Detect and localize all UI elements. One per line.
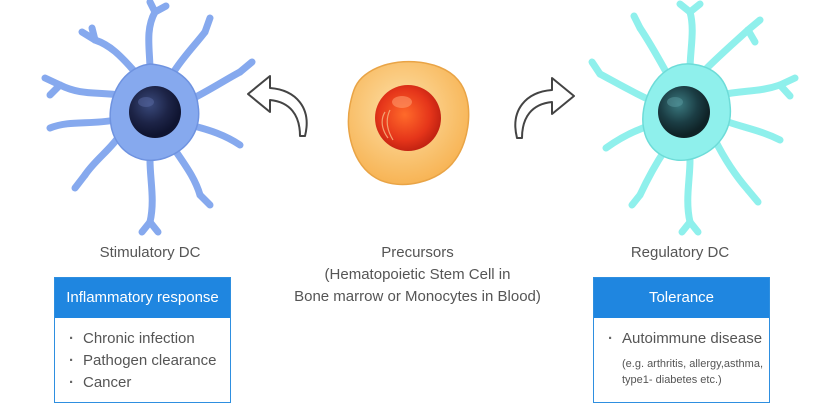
arrow-to-regulatory [514, 77, 575, 139]
note-line1: (e.g. arthritis, allergy,asthma, [622, 358, 764, 370]
precursors-line2: (Hematopoietic Stem Cell in [324, 266, 511, 283]
list-item: Pathogen clearance [69, 350, 230, 372]
note-line2: type1- diabetes etc.) [622, 374, 722, 386]
precursors-line1: Precursors [381, 244, 454, 261]
stimulatory-dc-cell [41, 0, 256, 236]
list-item: Chronic infection [69, 328, 230, 350]
list-item: Autoimmune disease [608, 328, 769, 350]
precursor-cell [347, 60, 470, 186]
regulatory-dc-label: Regulatory DC [630, 244, 730, 261]
autoimmune-examples-note: (e.g. arthritis, allergy,asthma, type1- … [594, 356, 769, 388]
tolerance-card: Tolerance Autoimmune disease (e.g. arthr… [593, 277, 770, 403]
inflammatory-response-header: Inflammatory response [55, 278, 230, 318]
precursors-label: Precursors (Hematopoietic Stem Cell in B… [265, 242, 570, 308]
regulatory-dc-cell [588, 0, 799, 236]
tolerance-header: Tolerance [594, 278, 769, 318]
precursors-line3: Bone marrow or Monocytes in Blood) [294, 288, 541, 305]
inflammatory-response-card: Inflammatory response Chronic infection … [54, 277, 231, 403]
stimulatory-dc-label: Stimulatory DC [99, 244, 201, 261]
tolerance-list: Autoimmune disease [594, 318, 769, 350]
arrow-to-stimulatory [247, 75, 308, 137]
list-item: Cancer [69, 372, 230, 394]
inflammatory-response-list: Chronic infection Pathogen clearance Can… [55, 318, 230, 394]
